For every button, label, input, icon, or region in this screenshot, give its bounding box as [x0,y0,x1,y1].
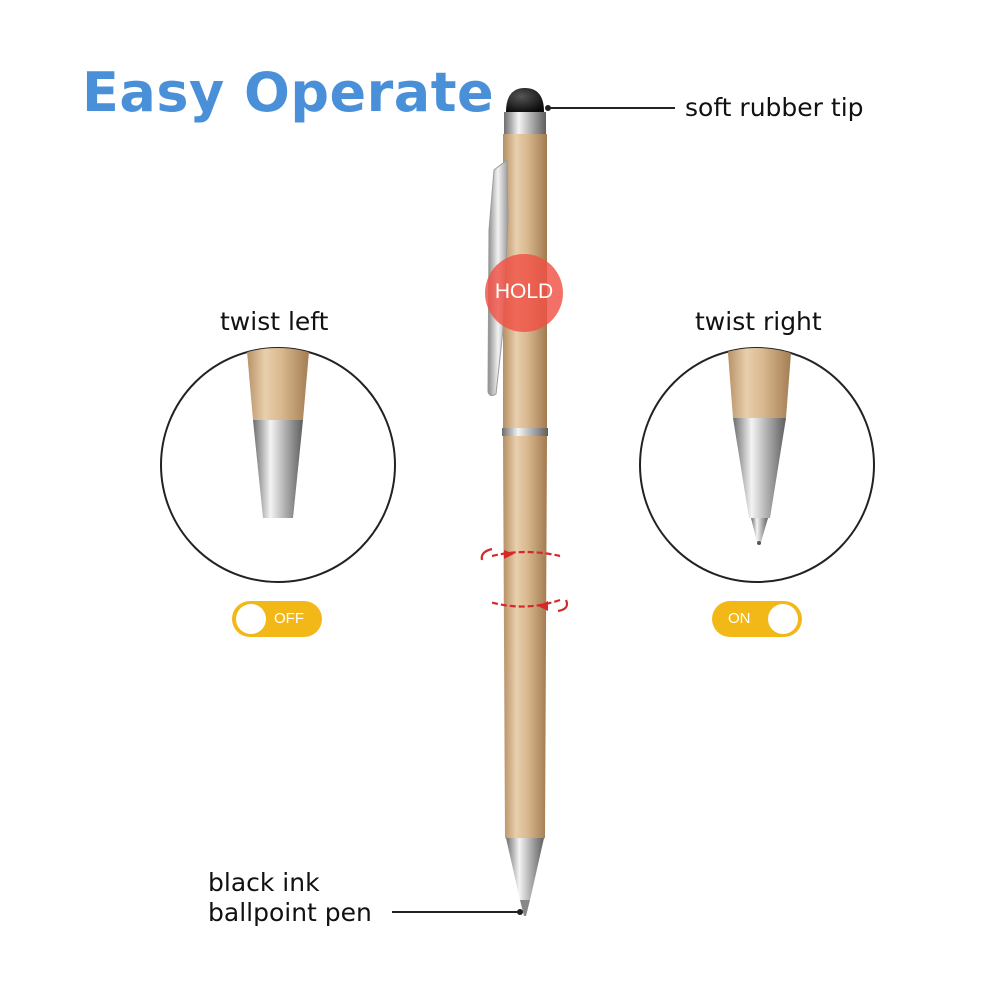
soft-rubber-tip-label: soft rubber tip [685,93,864,122]
rubber-tip [506,88,544,112]
rotate-arrows-icon [480,547,569,613]
headline: Easy Operate [82,61,495,124]
pen-writing-cone [506,838,544,900]
ballpoint-label: black ink ballpoint pen [208,868,372,928]
ballpoint-label-line2: ballpoint pen [208,898,372,927]
tip-collar [504,112,546,137]
pen-center-ring [502,428,548,436]
twist-right-detail [639,347,875,583]
ballpoint-tip [520,900,530,916]
tip-leader-dot [545,105,551,111]
twist-left-label: twist left [220,307,329,336]
ink-leader-dot [517,909,523,915]
off-toggle: OFF [232,601,322,637]
twist-left-detail [160,347,396,583]
off-toggle-text: OFF [274,610,304,627]
twist-right-label: twist right [695,307,822,336]
hold-badge: HOLD [485,254,563,332]
ballpoint-label-line1: black ink [208,868,320,897]
on-toggle: ON [712,601,802,637]
toggle-knob [236,604,266,634]
toggle-knob [768,604,798,634]
on-toggle-text: ON [728,610,751,627]
hold-badge-text: HOLD [494,280,554,303]
pen-lower-body [503,436,547,842]
